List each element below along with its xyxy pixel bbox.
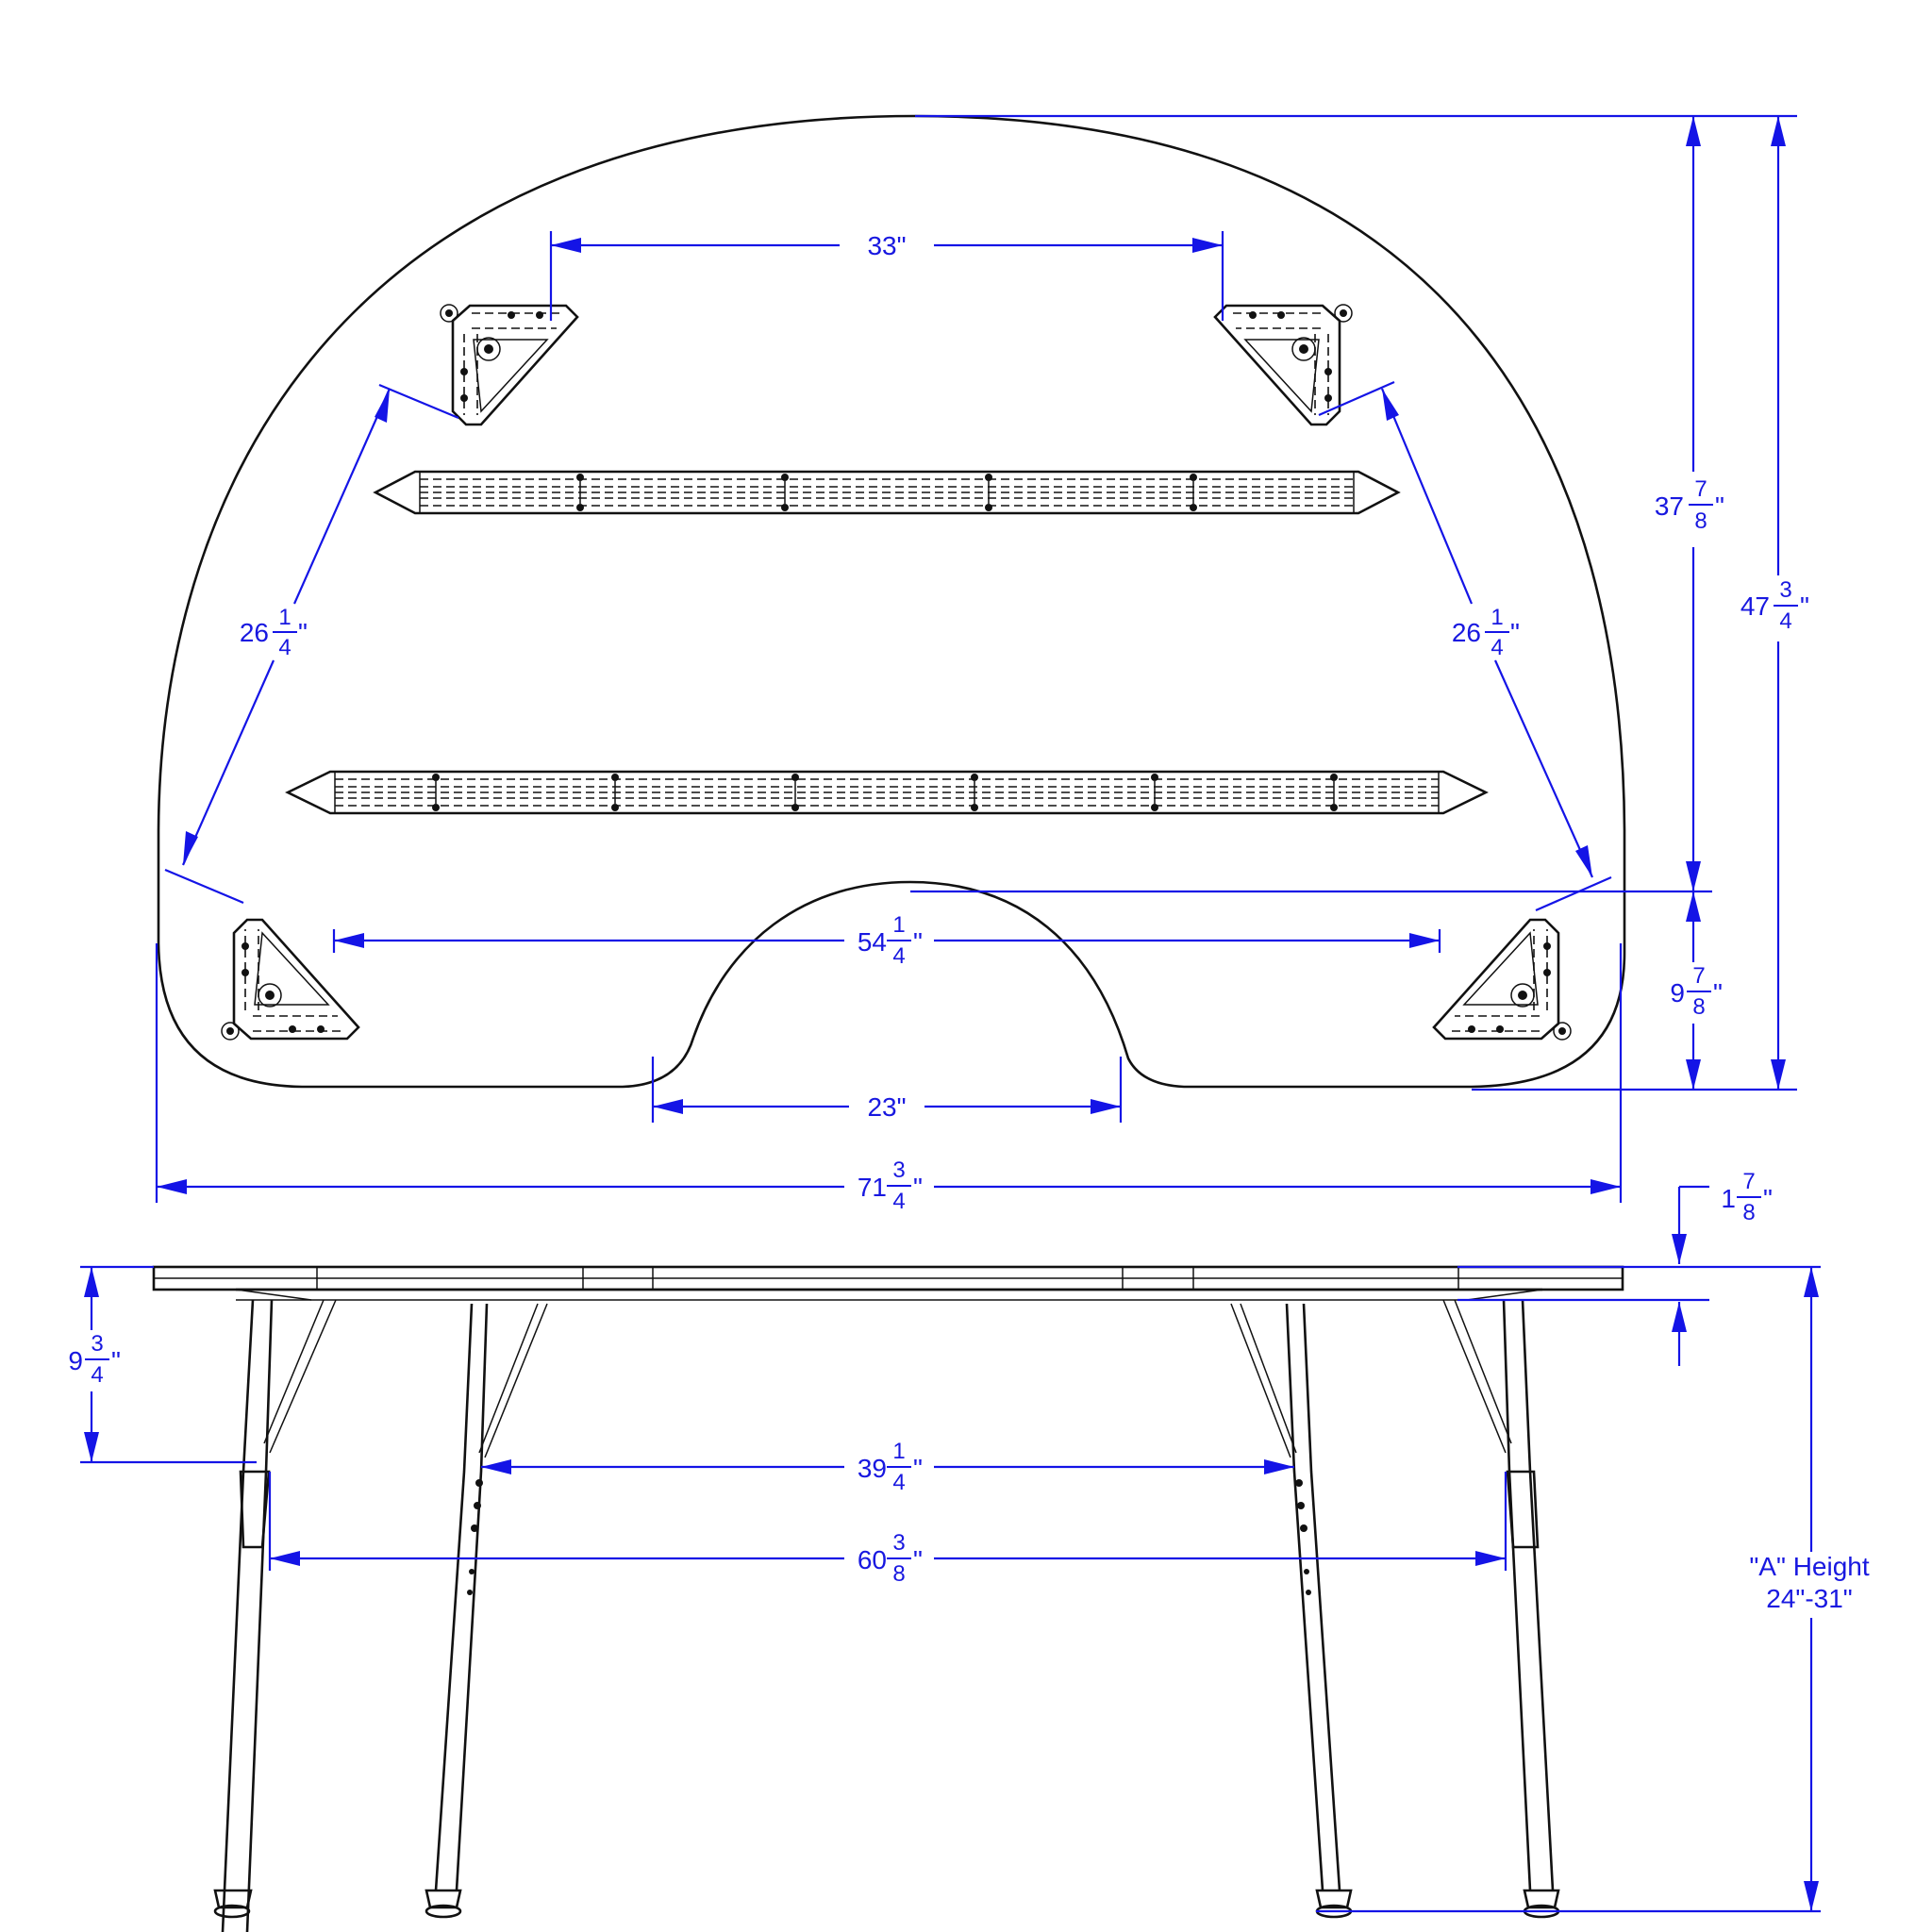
dim-33-label: 33" bbox=[867, 231, 906, 260]
dim-1-78: 1 7 8 " bbox=[1457, 1169, 1821, 1366]
svg-text:": " bbox=[913, 1545, 923, 1574]
svg-text:7: 7 bbox=[1742, 1169, 1755, 1194]
dim-9-34: 9 3 4 " bbox=[68, 1265, 257, 1464]
dim-a-height-label: "A" Height bbox=[1749, 1552, 1869, 1581]
bracket-bottom-right bbox=[1432, 918, 1573, 1041]
svg-text:4: 4 bbox=[892, 1470, 905, 1495]
svg-text:": " bbox=[111, 1346, 121, 1375]
svg-text:7: 7 bbox=[1694, 476, 1707, 502]
svg-text:1: 1 bbox=[278, 605, 291, 630]
svg-text:": " bbox=[1715, 491, 1724, 521]
dim-39: 39 1 4 " bbox=[481, 1439, 1294, 1495]
dim-54-label: 54 bbox=[858, 927, 887, 957]
dim-47-label: 47 bbox=[1740, 591, 1770, 621]
svg-text:3: 3 bbox=[892, 1158, 905, 1183]
dim-23-label: 23" bbox=[867, 1092, 906, 1122]
svg-text:4: 4 bbox=[1491, 635, 1503, 660]
svg-text:1: 1 bbox=[892, 912, 905, 938]
svg-text:": " bbox=[913, 927, 923, 957]
bracket-top-right bbox=[1213, 303, 1354, 426]
svg-text:8: 8 bbox=[1742, 1200, 1755, 1225]
svg-text:": " bbox=[913, 1173, 923, 1202]
leg-inner-left bbox=[425, 1303, 548, 1919]
front-stretcher bbox=[285, 770, 1489, 815]
svg-text:": " bbox=[1713, 978, 1723, 1008]
dim-diagonal-left-whole: 26 bbox=[240, 618, 269, 647]
svg-text:3: 3 bbox=[1779, 577, 1791, 603]
top-view: 33" 26 1 4 " 26 1 4 " bbox=[155, 114, 1809, 1214]
svg-text:8: 8 bbox=[1694, 508, 1707, 534]
dim-9-78-label: 9 bbox=[1670, 978, 1685, 1008]
dim-9-34-label: 9 bbox=[68, 1346, 83, 1375]
svg-text:": " bbox=[298, 618, 308, 647]
front-view: 1 7 8 " 9 3 4 " 39 1 bbox=[68, 1169, 1870, 1932]
svg-text:": " bbox=[913, 1454, 923, 1483]
dim-33: 33" bbox=[549, 231, 1224, 321]
dim-diagonal-right: 26 1 4 " bbox=[1318, 380, 1612, 912]
dim-60: 60 3 8 " bbox=[268, 1472, 1507, 1587]
dim-a-height: "A" Height 24"-31" bbox=[1316, 1267, 1870, 1913]
leg-outer-left bbox=[213, 1299, 337, 1932]
bracket-bottom-left bbox=[220, 918, 360, 1041]
dim-diagonal-left: 26 1 4 " bbox=[164, 383, 459, 905]
svg-text:1: 1 bbox=[1491, 605, 1503, 630]
dim-39-label: 39 bbox=[858, 1454, 887, 1483]
dim-1-78-label: 1 bbox=[1721, 1184, 1736, 1213]
svg-text:3: 3 bbox=[91, 1331, 103, 1357]
dim-37-label: 37 bbox=[1655, 491, 1684, 521]
dim-71-label: 71 bbox=[858, 1173, 887, 1202]
svg-text:": " bbox=[1763, 1184, 1773, 1213]
svg-text:8: 8 bbox=[1692, 994, 1705, 1020]
svg-text:": " bbox=[1510, 618, 1520, 647]
dim-71: 71 3 4 " bbox=[155, 943, 1623, 1214]
rear-stretcher bbox=[373, 470, 1401, 515]
svg-text:3: 3 bbox=[892, 1530, 905, 1556]
tabletop-outline bbox=[157, 114, 1626, 1089]
leg-inner-right bbox=[1230, 1303, 1353, 1919]
svg-text:4: 4 bbox=[1779, 608, 1791, 634]
dim-a-height-range: 24"-31" bbox=[1766, 1584, 1853, 1613]
dim-diagonal-right-whole: 26 bbox=[1452, 618, 1481, 647]
svg-text:8: 8 bbox=[892, 1561, 905, 1587]
svg-text:4: 4 bbox=[892, 1189, 905, 1214]
svg-text:1: 1 bbox=[892, 1439, 905, 1464]
leg-outer-right bbox=[1442, 1299, 1560, 1919]
dim-60-label: 60 bbox=[858, 1545, 887, 1574]
dim-54: 54 1 4 " bbox=[332, 912, 1441, 969]
svg-text:": " bbox=[1800, 591, 1809, 621]
svg-text:4: 4 bbox=[278, 635, 291, 660]
dim-depth: 37 7 8 " 47 3 4 " 9 7 8 " bbox=[910, 114, 1809, 1091]
svg-text:4: 4 bbox=[892, 943, 905, 969]
svg-text:7: 7 bbox=[1692, 963, 1705, 989]
svg-text:4: 4 bbox=[91, 1362, 103, 1388]
dim-23: 23" bbox=[651, 1057, 1123, 1123]
bracket-top-left bbox=[439, 303, 579, 426]
